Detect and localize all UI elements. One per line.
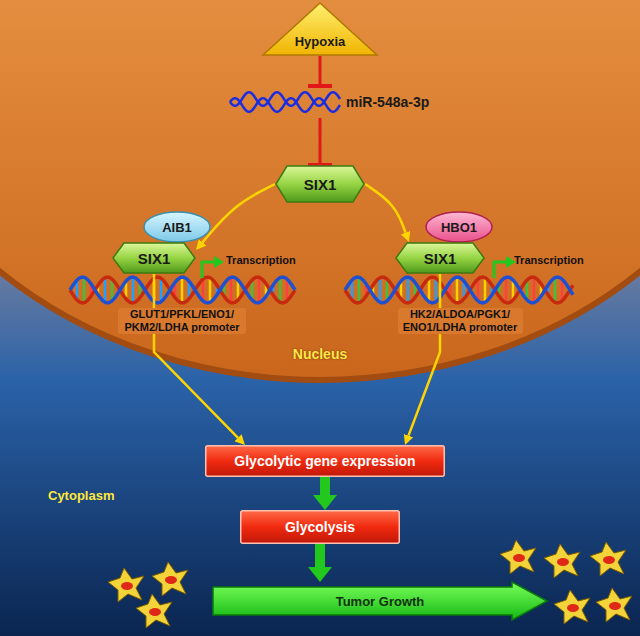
tumor-cell bbox=[500, 540, 536, 574]
dna-rung bbox=[484, 278, 487, 303]
process-box: Glycolytic gene expression bbox=[205, 445, 445, 477]
node-label: Hypoxia bbox=[295, 34, 346, 49]
dna-helix bbox=[70, 277, 573, 303]
protein-hexagon: SIX1 bbox=[395, 242, 485, 274]
dna-rung bbox=[456, 277, 459, 303]
dna-rung bbox=[209, 278, 212, 303]
node-label: Glycolytic gene expression bbox=[234, 453, 415, 469]
node-label: Tumor Growth bbox=[336, 594, 425, 609]
node-label: HBO1 bbox=[441, 220, 477, 235]
dna-rung bbox=[358, 277, 361, 303]
cofactor-oval: HBO1 bbox=[425, 211, 493, 243]
dna-rung bbox=[258, 277, 261, 303]
nucleus-outline bbox=[0, 0, 640, 380]
activation-arrow bbox=[154, 274, 238, 438]
arrow-outline bbox=[213, 582, 547, 620]
node-label: SIX1 bbox=[424, 250, 457, 267]
protein-hexagon: SIX1 bbox=[275, 165, 365, 203]
protein-hexagon: SIX1 bbox=[112, 242, 196, 274]
node-label: Glycolysis bbox=[285, 519, 355, 535]
dna-strand bbox=[345, 277, 573, 303]
dna-rung bbox=[428, 278, 431, 302]
box-outline bbox=[206, 446, 445, 477]
dna-rung bbox=[132, 277, 135, 303]
growth-arrow: Tumor Growth bbox=[212, 582, 548, 620]
transcription-arrow bbox=[494, 262, 506, 278]
dna-rung bbox=[407, 277, 410, 303]
node-label: miR-548a-3p bbox=[346, 94, 429, 110]
hexagon-outline bbox=[276, 166, 364, 202]
tumor-cell bbox=[136, 594, 172, 628]
compartment-label: Nucleus bbox=[293, 346, 347, 363]
dna-rung bbox=[554, 278, 557, 303]
box-outline bbox=[241, 511, 400, 544]
dna-rung bbox=[279, 278, 282, 303]
process-box: Glycolysis bbox=[240, 510, 400, 544]
dna-rung bbox=[230, 277, 233, 303]
tumor-cells bbox=[108, 540, 632, 628]
dna-rung bbox=[160, 278, 163, 302]
tumor-cell bbox=[108, 568, 144, 602]
dna-rung bbox=[435, 278, 438, 302]
tumor-cell bbox=[544, 544, 580, 578]
tumor-cell bbox=[152, 562, 188, 596]
hexagon-outline bbox=[396, 243, 484, 273]
promoter-label: GLUT1/PFKL/ENO1/ PKM2/LDHA promoter bbox=[118, 308, 246, 334]
tumor-cell bbox=[590, 542, 626, 576]
dna-strand bbox=[70, 277, 295, 303]
inhibition-line bbox=[319, 56, 322, 86]
mirna-strand: miR-548a-3p bbox=[228, 86, 436, 118]
oval-outline bbox=[144, 212, 210, 242]
dna-rung bbox=[505, 277, 508, 303]
promoter-label: HK2/ALDOA/PGK1/ ENO1/LDHA promoter bbox=[398, 308, 523, 334]
dna-rung bbox=[181, 277, 184, 303]
activation-arrow bbox=[202, 184, 275, 242]
activation-arrow bbox=[365, 184, 406, 233]
oval-outline bbox=[426, 212, 492, 242]
tumor-cell bbox=[596, 588, 632, 622]
triangle-outline bbox=[263, 3, 377, 55]
node-label: AIB1 bbox=[162, 220, 192, 235]
flow-arrow bbox=[320, 477, 330, 495]
node-label: SIX1 bbox=[304, 176, 337, 193]
dna-rung bbox=[104, 278, 107, 303]
flow-arrow bbox=[315, 544, 325, 567]
compartment-label: Cytoplasm bbox=[48, 488, 114, 504]
activation-arrow bbox=[409, 274, 440, 436]
stimulus-triangle: Hypoxia bbox=[262, 2, 378, 56]
hexagon-outline bbox=[113, 243, 195, 273]
inhibition-line bbox=[319, 118, 322, 165]
dna-strand bbox=[345, 277, 573, 303]
tumor-cell bbox=[554, 590, 590, 624]
dna-rung bbox=[83, 277, 86, 303]
mirna-wave bbox=[230, 98, 340, 112]
dna-strand bbox=[70, 277, 295, 303]
annotation-text: Transcription bbox=[226, 254, 296, 267]
node-label: SIX1 bbox=[138, 250, 171, 267]
transcription-arrow bbox=[202, 262, 214, 278]
dna-rung bbox=[533, 277, 536, 303]
annotation-text: Transcription bbox=[514, 254, 584, 267]
cofactor-oval: AIB1 bbox=[143, 211, 211, 243]
dna-rung bbox=[379, 278, 382, 303]
